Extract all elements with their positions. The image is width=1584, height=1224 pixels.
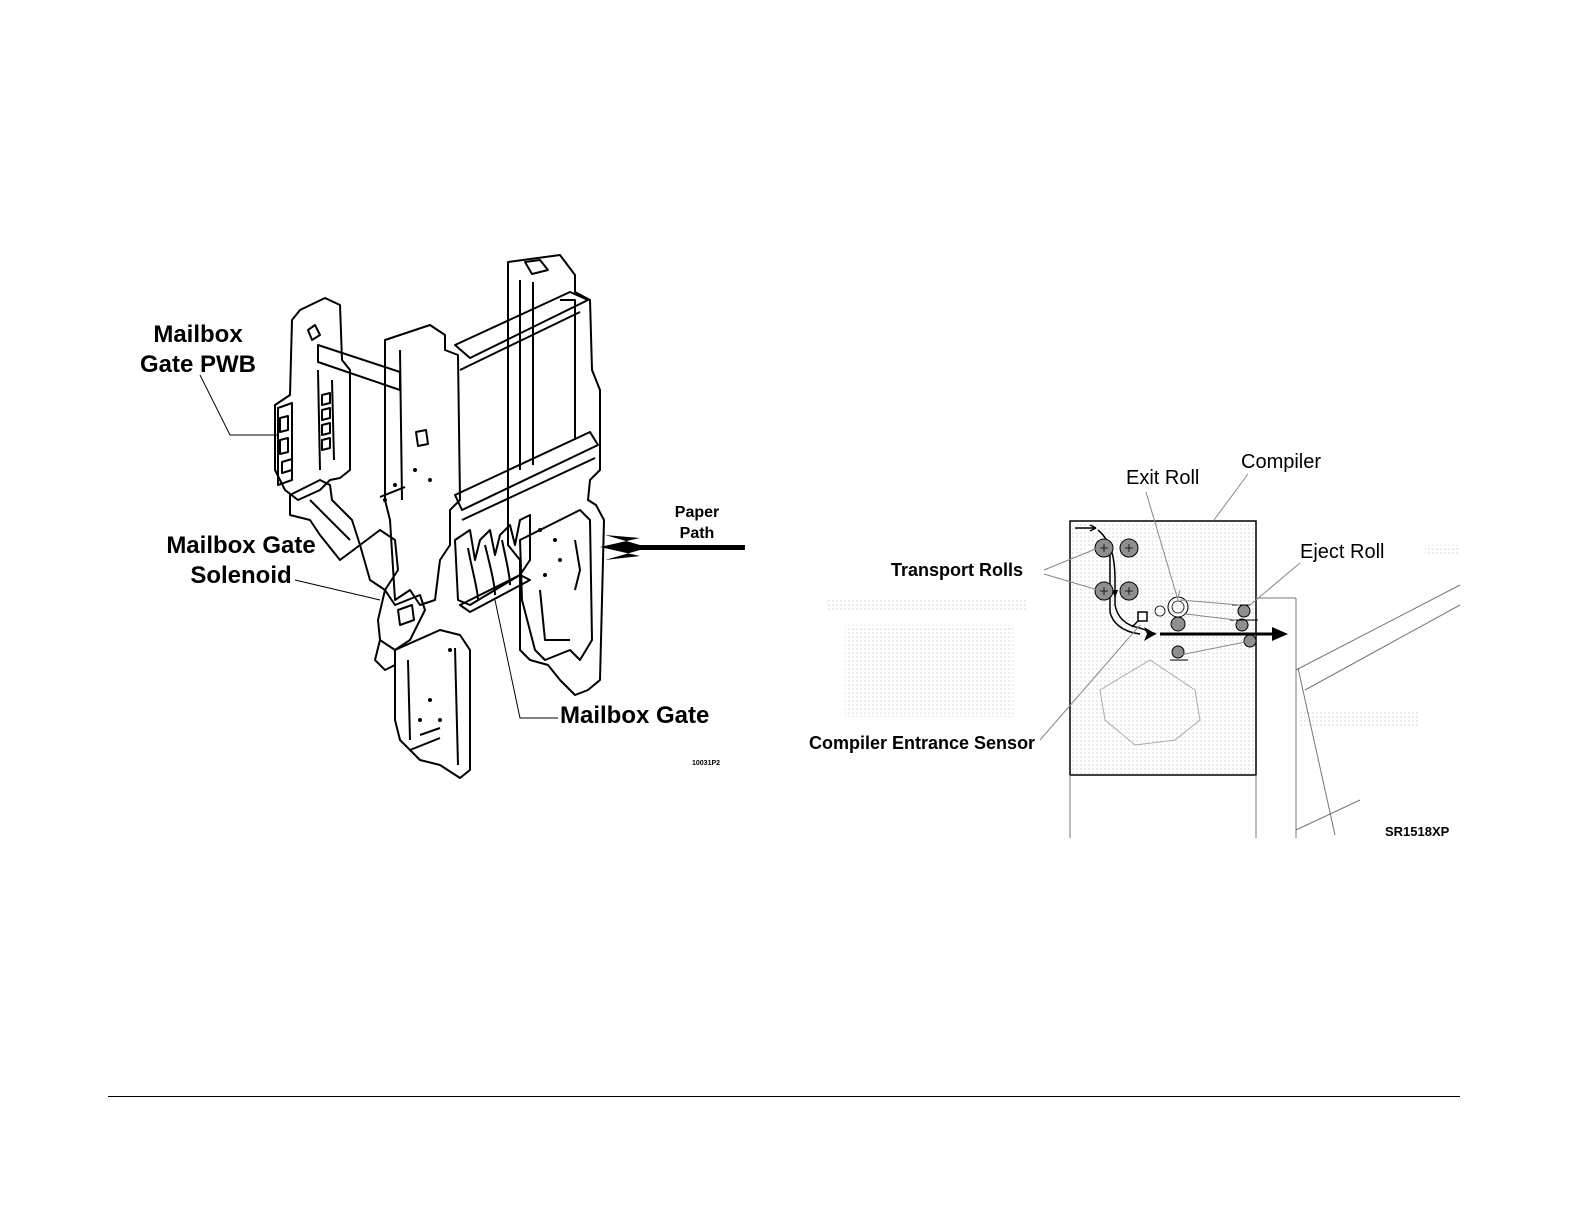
eject-roll	[1236, 619, 1248, 631]
eject-roll-leader	[1250, 563, 1300, 605]
eject-roll-label: Eject Roll	[1300, 542, 1384, 562]
compiler-entrance-sensor	[1138, 612, 1147, 621]
compiler-body-dotted	[1071, 522, 1256, 775]
left-tray-dotted	[828, 600, 1028, 612]
exit-roll-label: Exit Roll	[1126, 468, 1199, 488]
exit-roll-lower	[1171, 617, 1185, 631]
eject-roll	[1238, 605, 1250, 617]
footer-rule	[108, 1096, 1460, 1097]
compiler-leader	[1214, 474, 1248, 520]
transport-rolls-label: Transport Rolls	[891, 561, 1023, 579]
compiler-entrance-sensor-label: Compiler Entrance Sensor	[809, 734, 1035, 752]
figure-id-right: SR1518XP	[1385, 825, 1449, 838]
compiler-label: Compiler	[1241, 452, 1321, 472]
